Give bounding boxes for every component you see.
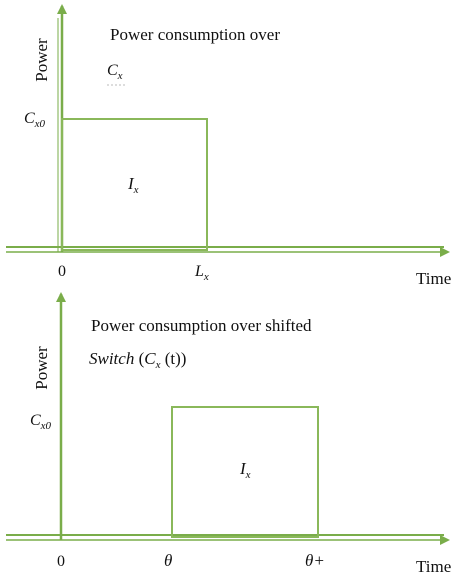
top-tick-start: 0 [58, 263, 66, 280]
bottom-pulse [171, 406, 319, 538]
bottom-x-axis [6, 534, 450, 545]
bottom-x-label: Time [416, 557, 451, 576]
bottom-panel: Power Power consumption over shifted Swi… [6, 292, 451, 576]
bottom-tick-theta-plus: θ+ [305, 551, 325, 570]
top-area-label: Ix [127, 174, 139, 196]
bottom-subtitle: Switch (Cx (t)) [89, 349, 186, 371]
top-title: Power consumption over [110, 25, 280, 44]
bottom-tick-theta: θ [164, 551, 172, 570]
top-x-axis [6, 246, 450, 257]
bottom-title: Power consumption over shifted [91, 316, 312, 335]
top-subtitle: Cx [107, 62, 123, 82]
top-level-label: Cx0 [24, 110, 46, 130]
bottom-area-label: Ix [239, 459, 251, 481]
top-tick-end: Lx [194, 263, 209, 283]
bottom-level-label: Cx0 [30, 412, 52, 432]
top-pulse [61, 118, 208, 251]
top-y-label: Power [32, 38, 51, 82]
bottom-tick-start: 0 [57, 553, 65, 570]
top-panel: Power Power consumption over Cx Cx0 Ix 0… [6, 4, 451, 288]
bottom-y-label: Power [32, 346, 51, 390]
top-x-label: Time [416, 269, 451, 288]
